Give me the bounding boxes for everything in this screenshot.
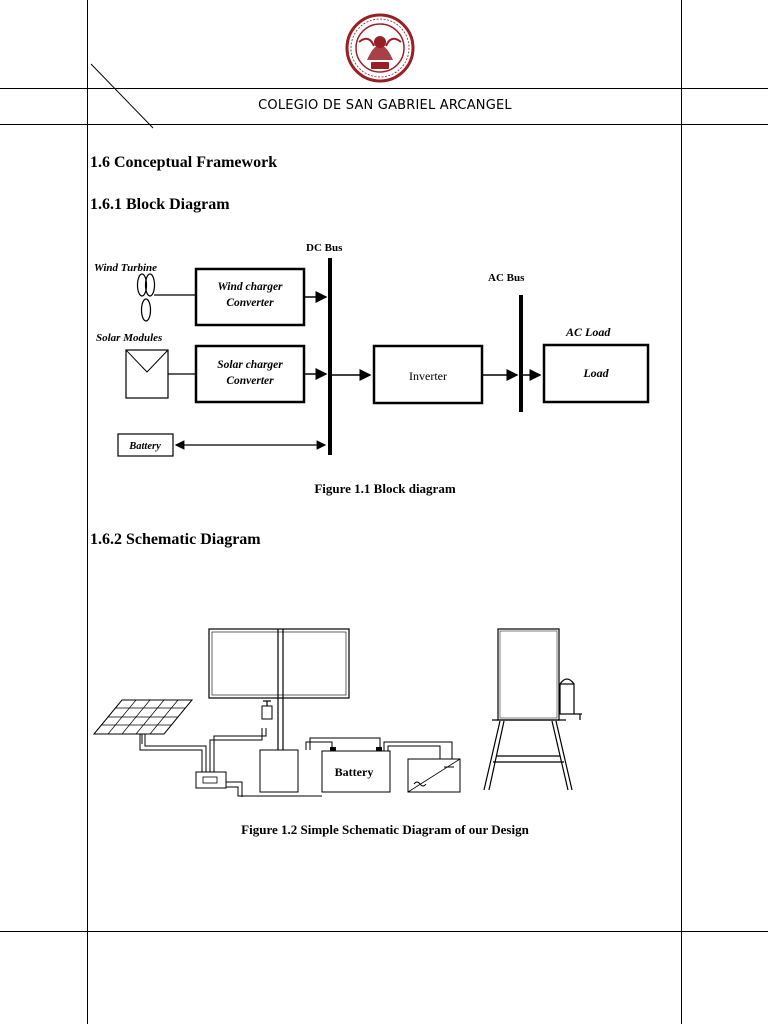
ac-bus-label: AC Bus bbox=[488, 272, 525, 284]
figure-1-caption: Figure 1.1 Block diagram bbox=[314, 481, 456, 496]
schematic-diagram: Battery bbox=[92, 628, 582, 797]
school-name: COLEGIO DE SAN GABRIEL ARCANGEL bbox=[258, 98, 512, 113]
load-label: Load bbox=[582, 366, 609, 380]
solar-panel-icon bbox=[92, 699, 194, 744]
right-margin-line bbox=[681, 0, 682, 1024]
solar-module-icon bbox=[125, 349, 169, 399]
schematic-wiring bbox=[139, 728, 453, 797]
water-tank-stand-icon bbox=[483, 628, 582, 791]
header-corner-diagonal bbox=[90, 63, 154, 129]
schematic-battery-label: Battery bbox=[335, 765, 374, 779]
section-heading-block-diagram: 1.6.1 Block Diagram bbox=[90, 196, 230, 213]
header-top-line bbox=[0, 88, 768, 89]
storage-tank-box bbox=[259, 749, 299, 793]
header-bottom-line bbox=[0, 124, 768, 125]
section-heading-schematic-diagram: 1.6.2 Schematic Diagram bbox=[90, 531, 261, 548]
inverter-label: Inverter bbox=[409, 369, 447, 383]
dc-bus-label: DC Bus bbox=[306, 242, 343, 254]
wind-turbine-icon bbox=[136, 273, 156, 322]
footer-line bbox=[0, 931, 768, 932]
solar-modules-label: Solar Modules bbox=[96, 332, 162, 344]
block-diagram: Wind Turbine Solar Modules DC Bus AC Bus… bbox=[94, 242, 650, 457]
solar-charger-converter-box bbox=[194, 344, 306, 404]
wind-panel-frame bbox=[208, 628, 350, 750]
solar-converter-line2: Converter bbox=[226, 375, 274, 387]
wind-converter-line2: Converter bbox=[226, 297, 274, 309]
wind-charger-converter-box bbox=[194, 267, 306, 327]
battery-icon: Battery bbox=[321, 747, 391, 793]
solar-converter-line1: Solar charger bbox=[217, 359, 283, 371]
battery-box bbox=[117, 433, 174, 457]
ac-load-label: AC Load bbox=[565, 325, 611, 339]
wind-converter-line1: Wind charger bbox=[217, 281, 283, 293]
valve-icon bbox=[261, 700, 273, 720]
charge-controller-icon bbox=[195, 771, 227, 789]
figure-2-caption: Figure 1.2 Simple Schematic Diagram of o… bbox=[241, 822, 529, 837]
inverter-icon bbox=[407, 758, 461, 793]
wind-turbine-label: Wind Turbine bbox=[94, 262, 157, 274]
section-heading-conceptual-framework: 1.6 Conceptual Framework bbox=[90, 154, 278, 171]
load-box bbox=[542, 343, 650, 404]
inverter-box bbox=[372, 344, 484, 405]
left-margin-line bbox=[87, 0, 88, 1024]
school-seal-logo bbox=[345, 13, 415, 83]
battery-label: Battery bbox=[128, 441, 161, 452]
